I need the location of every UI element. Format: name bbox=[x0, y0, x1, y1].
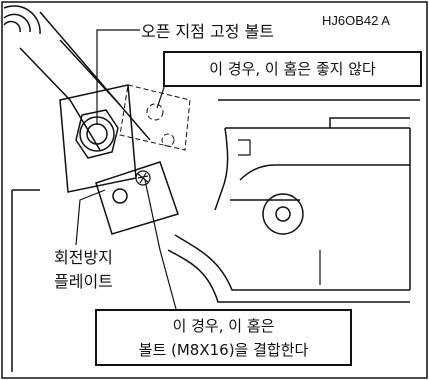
dashed-hole-area bbox=[119, 84, 191, 151]
small-bolt bbox=[135, 170, 151, 186]
anti-rotation-plate bbox=[95, 161, 179, 235]
housing-main bbox=[167, 99, 420, 303]
open-point-bolt-label: 오픈 지점 고정 볼트 bbox=[141, 22, 275, 41]
figure-reference-code: HJ6OB42 A bbox=[322, 13, 390, 28]
hole-bolt-line2: 볼트 (M8X16)을 결합한다 bbox=[138, 341, 309, 359]
lever-arm bbox=[19, 11, 151, 151]
plate-label-line2: 플레이트 bbox=[54, 272, 113, 291]
housing-left bbox=[11, 189, 40, 372]
plate-label-line1: 회전방지 bbox=[54, 248, 113, 267]
hole-bolt-callout: 이 경우, 이 홈은 볼트 (M8X16)을 결합한다 bbox=[95, 309, 352, 366]
shaft-end-circle bbox=[3, 5, 41, 35]
boss-hole bbox=[262, 193, 304, 235]
anti-rotation-plate-label: 회전방지 플레이트 bbox=[54, 246, 113, 294]
hole-not-good-callout: 이 경우, 이 홈은 좋지 않다 bbox=[163, 51, 422, 87]
hole-bolt-line1: 이 경우, 이 홈은 bbox=[172, 317, 275, 335]
housing-detail bbox=[238, 139, 321, 285]
